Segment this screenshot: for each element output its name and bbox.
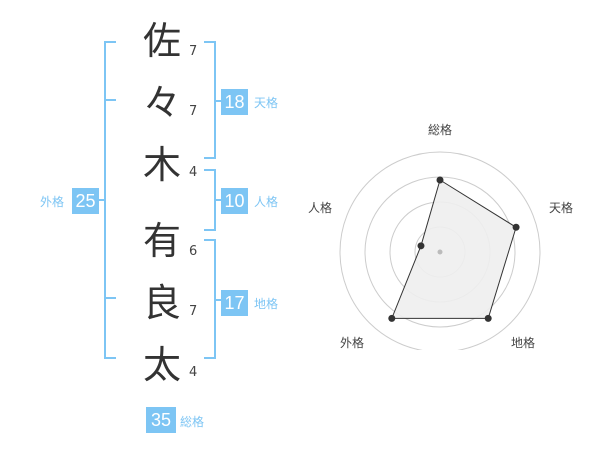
radar-point-1 — [436, 176, 444, 184]
radar-point-4 — [388, 314, 396, 322]
soukaku-label: 総格 — [180, 415, 205, 429]
gaikaku-bracket — [104, 41, 116, 359]
fortune-radar-chart — [339, 151, 541, 350]
gaikaku-label: 外格 — [40, 195, 65, 209]
stroke-count-2: 7 — [189, 104, 198, 119]
name-char-5: 良 — [142, 281, 181, 325]
stroke-count-5: 7 — [189, 304, 198, 319]
radar-point-5 — [417, 242, 425, 250]
soukaku-value: 35 — [146, 407, 176, 433]
name-char-6: 太 — [142, 343, 181, 387]
jinkaku-value: 10 — [221, 188, 248, 214]
radar-series-area — [391, 179, 517, 319]
tenkaku-value: 18 — [221, 89, 248, 115]
radar-label-jinkaku: 人格 — [308, 201, 333, 215]
radar-point-2 — [512, 223, 520, 231]
radar-label-gaikaku: 外格 — [340, 336, 365, 350]
name-char-4: 有 — [142, 219, 181, 263]
tenkaku-label: 天格 — [254, 96, 279, 110]
chikaku-bracket — [204, 239, 216, 359]
radar-label-soukaku: 総格 — [428, 123, 453, 137]
tenkaku-bracket — [204, 41, 216, 159]
name-char-1: 佐 — [142, 19, 181, 63]
radar-grid-ring — [339, 151, 541, 350]
jinkaku-label: 人格 — [254, 195, 279, 209]
stroke-count-4: 6 — [189, 244, 198, 259]
jinkaku-bracket — [204, 169, 216, 231]
gaikaku-value: 25 — [72, 188, 99, 214]
chikaku-value: 17 — [221, 290, 248, 316]
chikaku-label: 地格 — [254, 297, 279, 311]
radar-center-dot — [437, 249, 443, 255]
stroke-count-6: 4 — [189, 365, 198, 380]
stroke-count-1: 7 — [189, 44, 198, 59]
radar-point-3 — [484, 314, 492, 322]
name-char-2: 々 — [142, 81, 181, 125]
stroke-count-3: 4 — [189, 165, 198, 180]
radar-label-chikaku: 地格 — [511, 336, 536, 350]
radar-label-tenkaku: 天格 — [549, 201, 574, 215]
name-char-3: 木 — [142, 143, 181, 187]
